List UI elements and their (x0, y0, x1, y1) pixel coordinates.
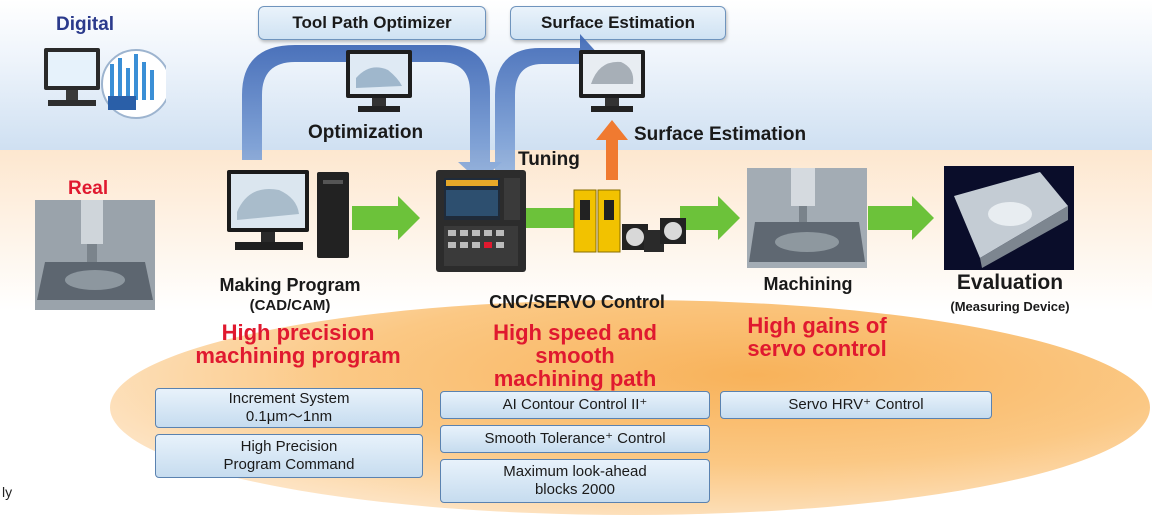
evaluation-label: Evaluation (956, 271, 1064, 294)
smooth-tolerance-box: Smooth Tolerance⁺ Control (440, 425, 710, 453)
cnc-panel-icon (436, 170, 526, 272)
footnote-text: ly (2, 484, 13, 500)
measuring-device-label: (Measuring Device) (950, 299, 1070, 314)
tuning-label: Tuning (518, 149, 580, 170)
surface-estimation-title: Surface Estimation (510, 6, 726, 40)
servo-hrv-box: Servo HRV⁺ Control (720, 391, 992, 419)
surface-estimation-label: Surface Estimation (634, 124, 807, 145)
ai-contour-box: AI Contour Control II⁺ (440, 391, 710, 419)
cad-cam-label: (CAD/CAM) (249, 297, 331, 314)
highlight-servo: High gains of servo control (747, 313, 887, 361)
tuning-arrow (495, 34, 600, 170)
look-ahead-box: Maximum look-ahead blocks 2000 (440, 459, 710, 503)
servo-amp-motor-icon (573, 189, 686, 253)
machining-image (747, 168, 867, 268)
green-arrow-2 (525, 208, 576, 228)
surface-computer-icon (579, 50, 645, 112)
making-program-label: Making Program (219, 275, 361, 295)
real-machine-image (35, 200, 155, 310)
optimization-label: Optimization (308, 122, 424, 143)
digital-computer-icon (44, 48, 166, 119)
surface-estimation-arrow (596, 120, 628, 180)
high-precision-command-box: High Precision Program Command (155, 434, 423, 478)
cnc-servo-label: CNC/SERVO Control (489, 292, 665, 312)
real-label: Real (68, 178, 109, 199)
evaluation-workpiece-image (944, 166, 1074, 270)
cad-cam-workstation-icon (227, 170, 349, 258)
optimizer-computer-icon (346, 50, 412, 112)
machining-label: Machining (763, 274, 853, 294)
green-arrow-4 (868, 196, 934, 240)
digital-label: Digital (56, 14, 115, 35)
highlight-program: High precision machining program (195, 320, 401, 368)
increment-system-box: Increment System 0.1μm～1nm (155, 388, 423, 428)
tool-path-optimizer-label: Tool Path Optimizer (258, 6, 486, 40)
optimization-arrow (242, 45, 502, 182)
green-arrow-1 (352, 196, 420, 240)
highlight-path: High speed and smooth machining path (493, 320, 657, 391)
green-arrow-3 (680, 196, 740, 240)
